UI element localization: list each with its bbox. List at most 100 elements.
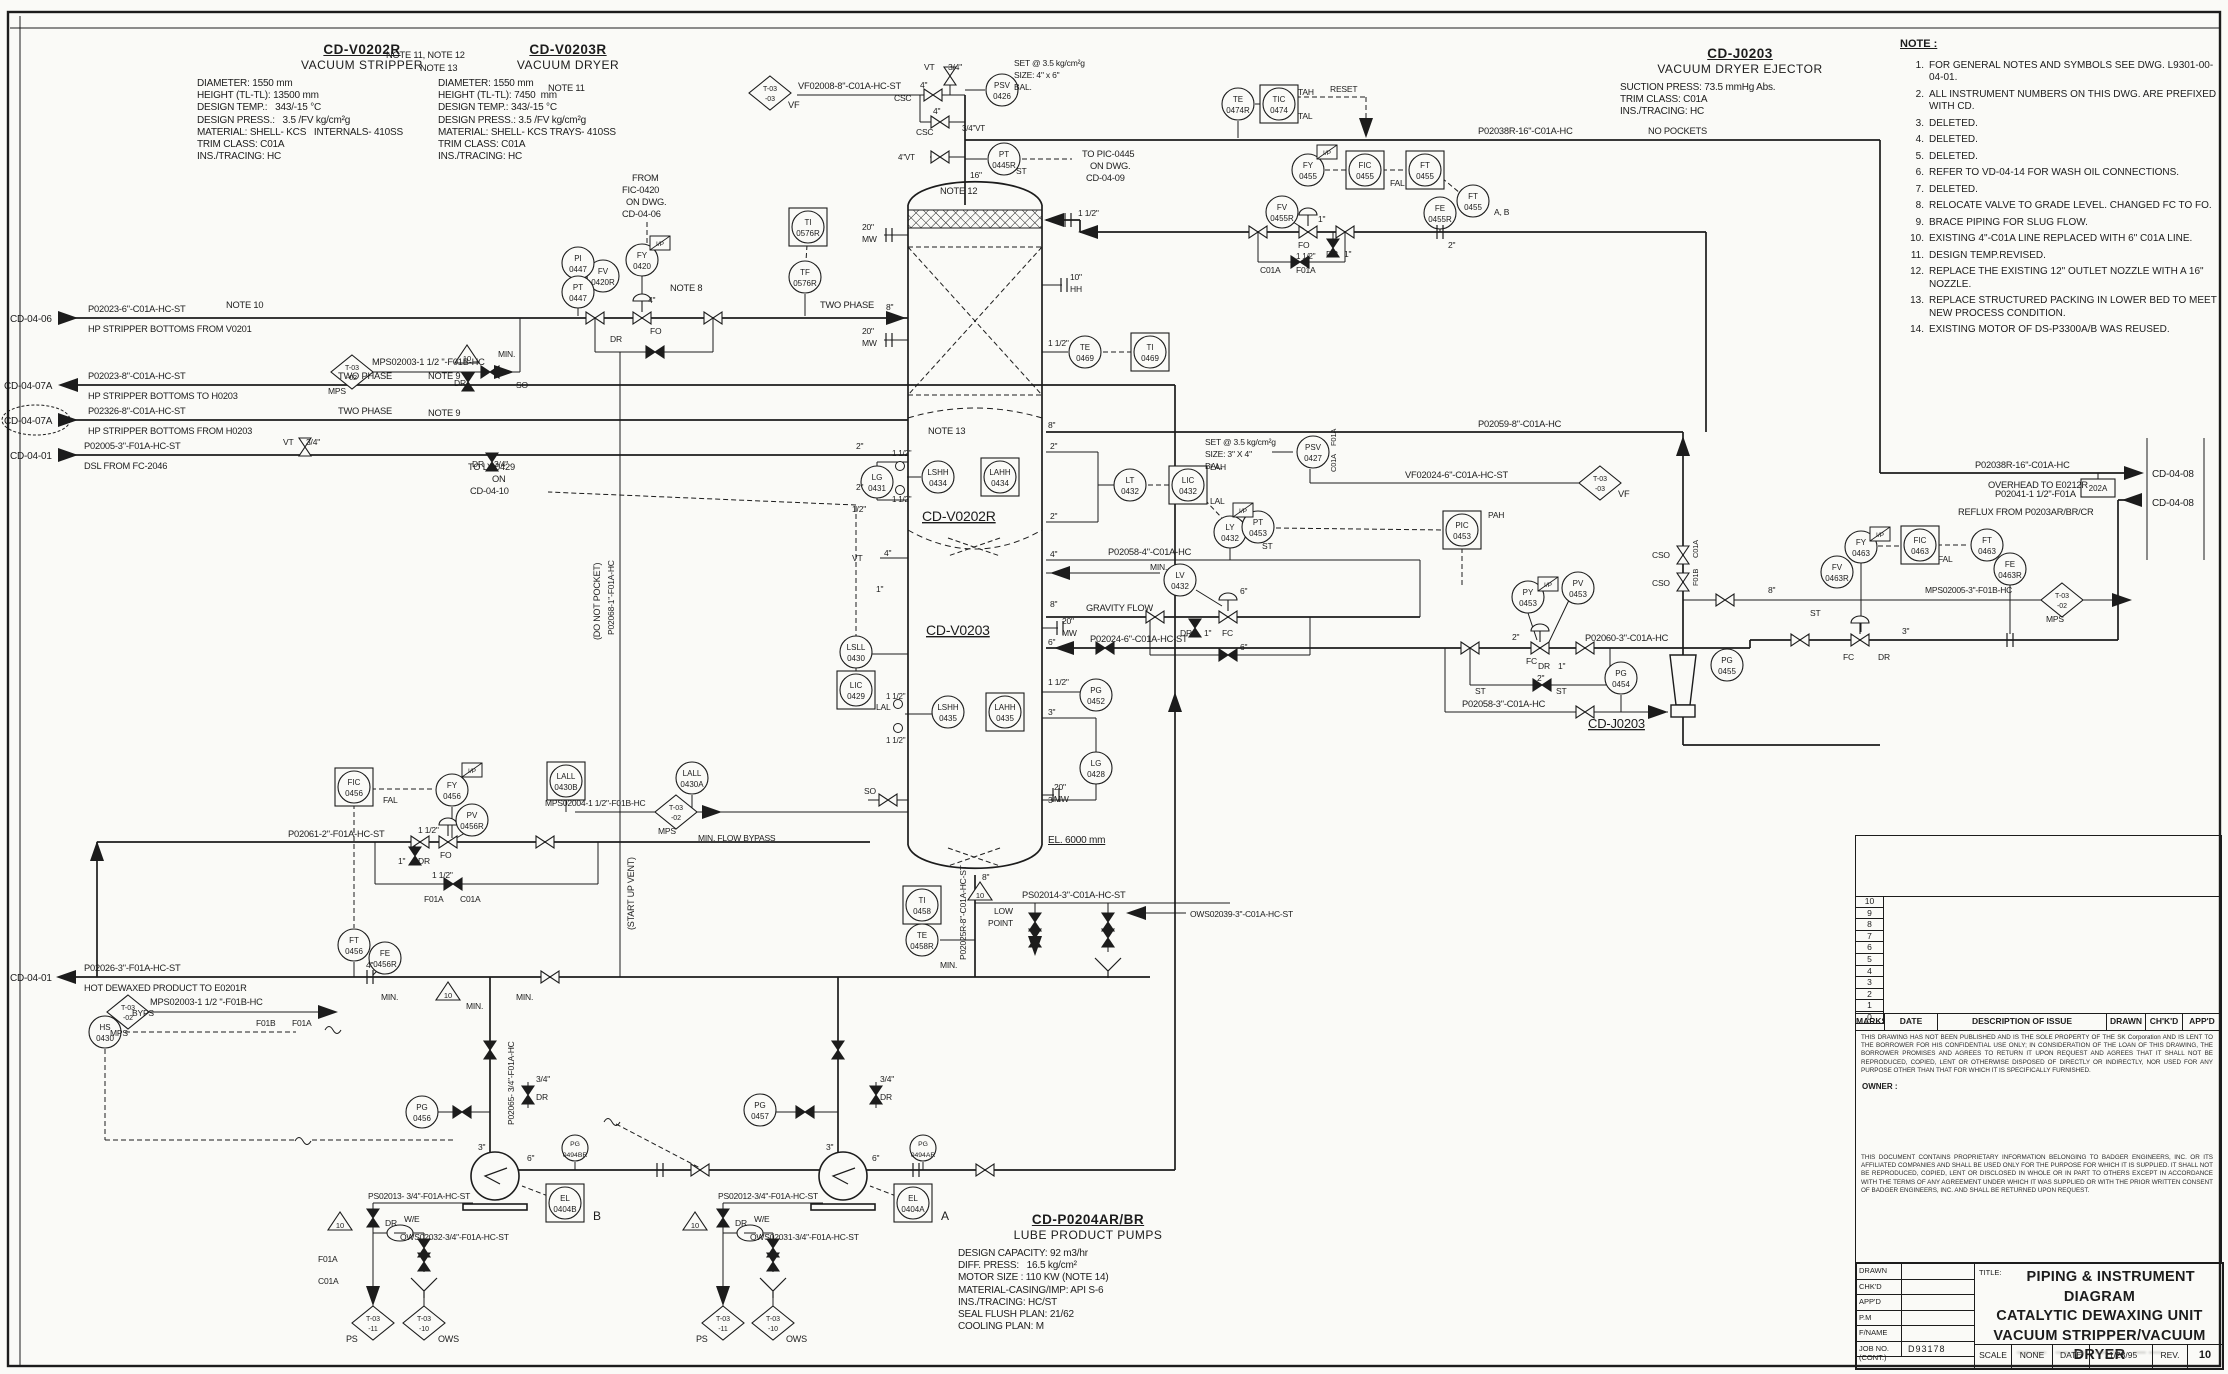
instrument-tag: LALL — [683, 769, 702, 778]
instrument-tag: TE — [1233, 95, 1243, 104]
equipment-name: VACUUM STRIPPER — [301, 58, 423, 73]
note-flag-triangle — [966, 881, 994, 901]
instrument-bubble — [988, 695, 1022, 729]
label: HH — [1070, 284, 1082, 294]
instrument-bubble — [985, 73, 1019, 107]
instrument-tag: PG — [416, 1103, 428, 1112]
instrument-tag: PSV — [1305, 443, 1322, 452]
note-item: 3. DELETED. — [1900, 118, 2220, 131]
label: DR — [610, 334, 622, 344]
signal-line — [805, 244, 808, 262]
valve — [703, 310, 723, 326]
valve — [975, 1162, 995, 1178]
diamond-label-1: T-03 — [1593, 476, 1607, 483]
valve — [632, 310, 652, 326]
title-block-rows: DRAWN CHK'D APP'D P.M F/NAME JOB NO. (CO… — [1857, 1264, 1974, 1368]
note-flag-number: 10 — [336, 1221, 344, 1230]
label: SET @ 3.5 kg/cm²g — [1014, 58, 1085, 68]
level-float — [893, 723, 903, 733]
instrument-tag: FIC — [1359, 161, 1372, 170]
instrument-tag: LIC — [1182, 476, 1195, 485]
note-text: BRACE PIPING FOR SLUG FLOW. — [1929, 216, 2088, 228]
ip-diagonal — [461, 762, 483, 778]
label: FAL — [1938, 554, 1953, 564]
note-flag-triangle — [453, 344, 481, 364]
spec-line: INS./TRACING: HC — [438, 151, 523, 163]
label: ST — [1556, 686, 1566, 696]
note-number: 8. — [1915, 200, 1924, 212]
note-number: 7. — [1915, 183, 1924, 195]
field-value — [1902, 1264, 1974, 1279]
label: CD-04-08 — [2152, 498, 2194, 509]
equipment-name: VACUUM DRYER EJECTOR — [1657, 62, 1823, 77]
valve — [540, 969, 560, 985]
control-valve-actuator — [1530, 623, 1550, 632]
label: 20" — [862, 326, 874, 336]
label: MIN. — [466, 1001, 483, 1011]
signal-line — [947, 537, 1001, 557]
flow-arrow — [90, 841, 104, 861]
instrument-bubble — [1068, 335, 1102, 369]
pump-b-base — [462, 1203, 528, 1211]
legal-text-2: THIS DOCUMENT CONTAINS PROPRIETARY INFOR… — [1861, 1154, 2213, 1194]
instrument-number: 0435 — [996, 714, 1014, 723]
label: SIZE: 3" X 4" — [1205, 449, 1252, 459]
title-block-row: CHK'D — [1857, 1279, 1974, 1295]
instrument-bubble — [675, 761, 709, 795]
note-number: 2. — [1915, 88, 1924, 100]
valve-closed — [765, 1252, 781, 1272]
label: P02025R-8"-C01A-HC-ST — [958, 865, 968, 960]
label: PS02013- 3/4"-F01A-HC-ST — [368, 1191, 470, 1201]
ejector-cone — [1669, 654, 1697, 706]
valve-closed — [868, 1085, 884, 1105]
instrument-tag: PY — [1523, 588, 1534, 597]
spec-line: HEIGHT (TL-TL): 7450 mm — [438, 90, 557, 102]
valve — [942, 66, 958, 86]
label: PS02012-3/4"-F01A-HC-ST — [718, 1191, 818, 1201]
label: POINT — [988, 918, 1013, 928]
note-item: 6. REFER TO VD-04-14 FOR WASH OIL CONNEC… — [1900, 167, 2220, 180]
note-item: 8. RELOCATE VALVE TO GRADE LEVEL. CHANGE… — [1900, 200, 2220, 213]
label: VF — [788, 100, 800, 110]
label: CD-04-06 — [10, 314, 52, 325]
title-line-2: CATALYTIC DEWAXING UNIT — [1996, 1308, 2203, 1325]
instrument-number: 0456 — [345, 789, 363, 798]
label: C01A — [1329, 454, 1338, 472]
label: VF02008-8"-C01A-HC-ST — [798, 81, 901, 91]
instrument-bubble — [1348, 153, 1382, 187]
ip-diagonal — [1232, 502, 1254, 518]
title-line-3: VACUUM STRIPPER/VACUUM DRYER — [1993, 1327, 2206, 1364]
instrument-bubble — [896, 1186, 930, 1220]
label: MIN. — [516, 992, 533, 1002]
ejector-body — [1670, 704, 1696, 718]
pump-b-impeller — [483, 1167, 508, 1185]
note-text: REPLACE STRUCTURED PACKING IN LOWER BED … — [1929, 295, 2217, 319]
label: MPS02004-1 1/2"-F01B-HC — [545, 798, 646, 808]
label: 1 1/2" — [1078, 208, 1099, 218]
label: HP STRIPPER BOTTOMS FROM V0201 — [88, 324, 252, 334]
valve — [1850, 632, 1870, 648]
pump-a — [810, 1151, 876, 1211]
label: P02026-3"-F01A-HC-ST — [84, 963, 181, 973]
instrument-bubble — [1561, 571, 1595, 605]
instrument-bubble — [1820, 555, 1854, 589]
diamond-label-2: -03 — [765, 96, 775, 103]
label: 2" — [1537, 673, 1545, 683]
flow-arrow — [318, 1005, 338, 1019]
label: 3/4" — [536, 1074, 550, 1084]
note-item: 5. DELETED. — [1900, 151, 2220, 164]
label: OWS — [786, 1334, 807, 1344]
instrument-number: 0494AR — [911, 1152, 936, 1159]
note-item: 11. DESIGN TEMP.REVISED. — [1900, 250, 2220, 263]
valve — [1675, 545, 1691, 565]
instrument-number: 0430 — [847, 654, 865, 663]
note-flag-triangle — [326, 1211, 354, 1231]
label: EL. 6000 mm — [1048, 835, 1105, 846]
label: (DO NOT POCKET) — [592, 562, 602, 640]
valve — [1575, 704, 1595, 720]
note-text: RELOCATE VALVE TO GRADE LEVEL. CHANGED F… — [1929, 200, 2212, 212]
instrument-number: 0458 — [913, 907, 931, 916]
valve — [1675, 572, 1691, 592]
